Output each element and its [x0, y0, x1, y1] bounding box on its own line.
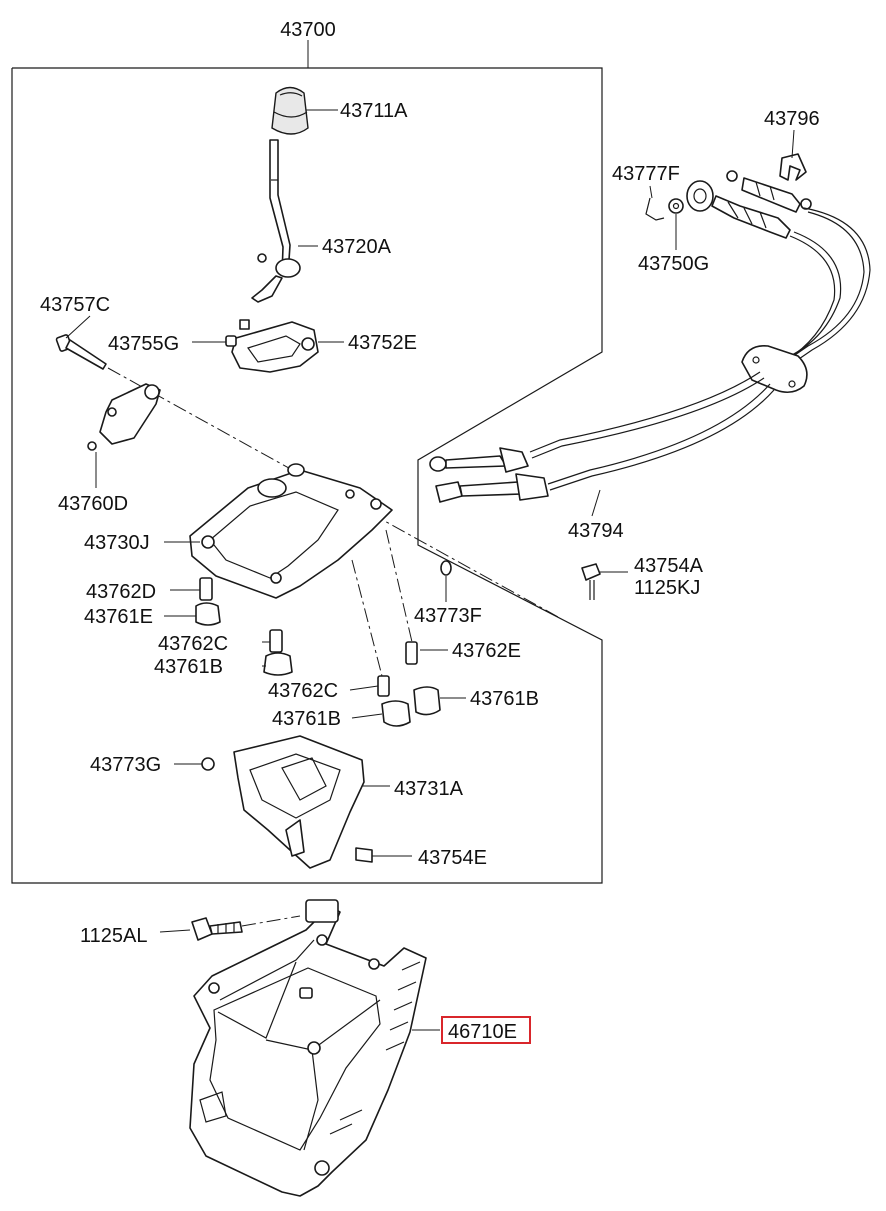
cable-clip — [779, 153, 807, 181]
label-1125KJ: 1125KJ — [634, 577, 700, 599]
label-43762E: 43762E — [452, 640, 521, 662]
label-43762C-a: 43762C — [158, 633, 228, 655]
label-43754A: 43754A — [634, 555, 704, 577]
label-43762C-b: 43762C — [268, 680, 338, 702]
label-43711A: 43711A — [340, 100, 408, 122]
label-43761B-b: 43761B — [272, 708, 341, 730]
label-1125AL: 1125AL — [80, 925, 147, 947]
cable-ends-lower — [429, 447, 549, 503]
label-43761E: 43761E — [84, 606, 153, 628]
label-43761B-c: 43761B — [470, 688, 539, 710]
label-46710E[interactable]: 46710E — [448, 1021, 517, 1043]
leader-lines — [65, 109, 795, 1031]
label-43773F: 43773F — [414, 605, 482, 627]
label-43796: 43796 — [764, 108, 820, 130]
label-43752E: 43752E — [348, 332, 417, 354]
shift-knob — [271, 86, 309, 135]
lever-plate — [87, 383, 161, 451]
label-43730J: 43730J — [84, 532, 150, 554]
label-43794: 43794 — [568, 520, 624, 542]
highlight-box — [441, 1016, 531, 1044]
label-43750G: 43750G — [638, 253, 709, 275]
mounting-bracket — [189, 899, 427, 1197]
part-labels: 43700 43711A 43720A 43757C 43755G 43752E… — [40, 19, 820, 1044]
label-43760D: 43760D — [58, 493, 128, 515]
bushing-set-left — [195, 577, 293, 676]
label-43720A: 43720A — [322, 236, 392, 258]
label-43762D: 43762D — [86, 581, 156, 603]
lower-housing — [201, 735, 373, 869]
cable-ends-upper — [686, 170, 812, 239]
label-assembly: 43700 — [280, 19, 336, 41]
shift-cables — [529, 207, 871, 491]
label-43757C: 43757C — [40, 294, 110, 316]
pin-and-washer — [645, 197, 684, 221]
label-43773G: 43773G — [90, 754, 161, 776]
shift-lever — [239, 139, 301, 330]
label-43754E: 43754E — [418, 847, 487, 869]
label-43777F: 43777F — [612, 163, 680, 185]
label-43731A: 43731A — [394, 778, 464, 800]
bolt-43754A — [581, 563, 601, 600]
label-43761B-a: 43761B — [154, 656, 223, 678]
shifter-base — [189, 463, 393, 599]
lever-bracket — [225, 321, 319, 373]
assembly-frame — [11, 40, 603, 884]
bushing-set-right — [351, 529, 452, 727]
bolt-1125AL — [191, 915, 301, 941]
label-43755G: 43755G — [108, 333, 179, 355]
